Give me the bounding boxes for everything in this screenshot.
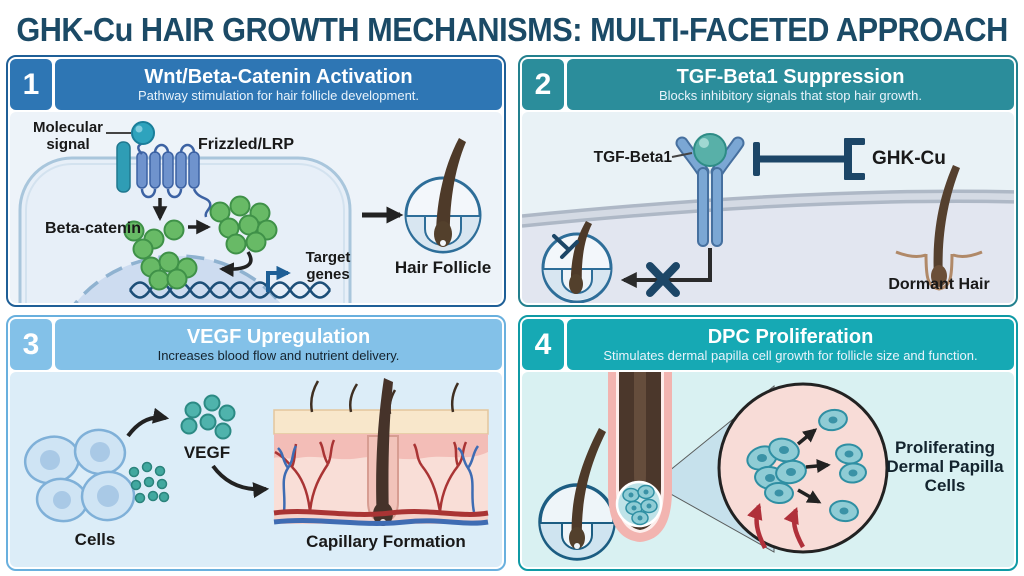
tgf-suppression-illustration (522, 133, 1014, 303)
label-cells: Cells (74, 530, 116, 549)
inhibited-follicle-icon (541, 221, 613, 303)
label-frizzled-lrp: Frizzled/LRP (198, 136, 295, 153)
panel-1-number-badge: 1 (10, 59, 52, 110)
magnified-dpc-view (717, 382, 889, 554)
panel-1-title: Wnt/Beta-Catenin Activation (144, 65, 413, 88)
panel-3-titlebar: VEGF Upregulation Increases blood flow a… (55, 319, 502, 370)
panel-tgf-suppression: 2 TGF-Beta1 Suppression Blocks inhibitor… (518, 55, 1018, 307)
panel-1-titlebar: Wnt/Beta-Catenin Activation Pathway stim… (55, 59, 502, 110)
hair-follicle-icon (404, 138, 482, 254)
panel-1-body: Molecular signal Frizzled/LRP Beta-caten… (10, 112, 502, 303)
label-tgf-beta1: TGF-Beta1 (593, 149, 672, 166)
tgf-beta1-ligand-icon (671, 133, 727, 167)
vegf-molecules-icon (180, 394, 236, 440)
panel-grid: 1 Wnt/Beta-Catenin Activation Pathway st… (6, 55, 1018, 571)
blocked-signal-arrow-icon (620, 248, 712, 288)
panel-1-header: 1 Wnt/Beta-Catenin Activation Pathway st… (10, 59, 502, 110)
panel-2-body: TGF-Beta1 GHK-Cu Dormant Hair (522, 112, 1014, 303)
tgf-receptor-icon (675, 136, 745, 247)
molecular-signal-ligand-icon (106, 121, 155, 145)
label-capillary-formation: Capillary Formation (306, 532, 466, 551)
skin-cross-section (273, 378, 489, 526)
label-target-genes: Target genes (305, 249, 351, 283)
label-vegf: VEGF (183, 443, 231, 462)
page-title: GHK-Cu HAIR GROWTH MECHANISMS: MULTI-FAC… (0, 8, 1024, 52)
panel-vegf-upregulation: 3 VEGF Upregulation Increases blood flow… (6, 315, 506, 571)
dormant-hair-icon (895, 165, 983, 291)
panel-3-title: VEGF Upregulation (186, 325, 371, 348)
large-follicle-icon (608, 372, 672, 542)
panel-4-subtitle: Stimulates dermal papilla cell growth fo… (603, 347, 978, 363)
panel-3-subtitle: Increases blood flow and nutrient delive… (157, 347, 400, 363)
panel-2-titlebar: TGF-Beta1 Suppression Blocks inhibitory … (567, 59, 1014, 110)
panel-4-number-badge: 4 (522, 319, 564, 370)
skin-membrane (522, 189, 1014, 303)
label-dormant-hair: Dormant Hair (888, 276, 990, 293)
panel-3-body: Cells VEGF Capillary Formation (10, 372, 502, 567)
label-hair-follicle: Hair Follicle (394, 258, 492, 277)
arrow-into-nucleus-icon (219, 251, 253, 277)
panel-wnt-activation: 1 Wnt/Beta-Catenin Activation Pathway st… (6, 55, 506, 307)
panel-2-subtitle: Blocks inhibitory signals that stop hair… (658, 87, 922, 103)
panel-3-header: 3 VEGF Upregulation Increases blood flow… (10, 319, 502, 370)
small-follicle-icon (538, 428, 616, 561)
beta-catenin-cluster (209, 195, 278, 255)
inhibition-bar-icon (753, 138, 865, 180)
panel-1-subtitle: Pathway stimulation for hair follicle de… (137, 87, 420, 103)
dpc-illustration (538, 372, 889, 561)
panel-3-number-badge: 3 (10, 319, 52, 370)
x-mark-icon (646, 262, 680, 297)
blue-veins (277, 445, 480, 513)
label-molecular-signal: Molecular signal (32, 119, 104, 153)
panel-4-title: DPC Proliferation (707, 325, 874, 348)
panel-4-header: 4 DPC Proliferation Stimulates dermal pa… (522, 319, 1014, 370)
promoter-arrow-icon (266, 265, 291, 292)
label-ghk-cu: GHK-Cu (872, 148, 946, 169)
vegf-illustration (23, 378, 489, 526)
beta-catenin-molecules (123, 219, 185, 260)
panel-4-body: Proliferating Dermal Papilla Cells (522, 372, 1014, 567)
panel-2-header: 2 TGF-Beta1 Suppression Blocks inhibitor… (522, 59, 1014, 110)
panel-2-number-badge: 2 (522, 59, 564, 110)
label-beta-catenin: Beta-catenin (44, 220, 142, 237)
cells-icon (23, 428, 136, 523)
panel-2-title: TGF-Beta1 Suppression (676, 65, 905, 88)
page-title-text: GHK-Cu HAIR GROWTH MECHANISMS: MULTI-FAC… (16, 11, 1008, 48)
wnt-pathway-illustration (18, 121, 482, 303)
panel-4-titlebar: DPC Proliferation Stimulates dermal papi… (567, 319, 1014, 370)
secreted-vegf-dots (128, 461, 170, 504)
nuclear-beta-catenin (140, 251, 198, 291)
frizzled-lrp-receptor-icon (116, 141, 212, 218)
label-proliferating-dpc: Proliferating Dermal Papilla Cells (886, 438, 1004, 496)
arrow-vegf-to-skin-icon (211, 464, 270, 499)
panel-dpc-proliferation: 4 DPC Proliferation Stimulates dermal pa… (518, 315, 1018, 571)
arrow-cells-to-vegf-icon (126, 407, 170, 438)
